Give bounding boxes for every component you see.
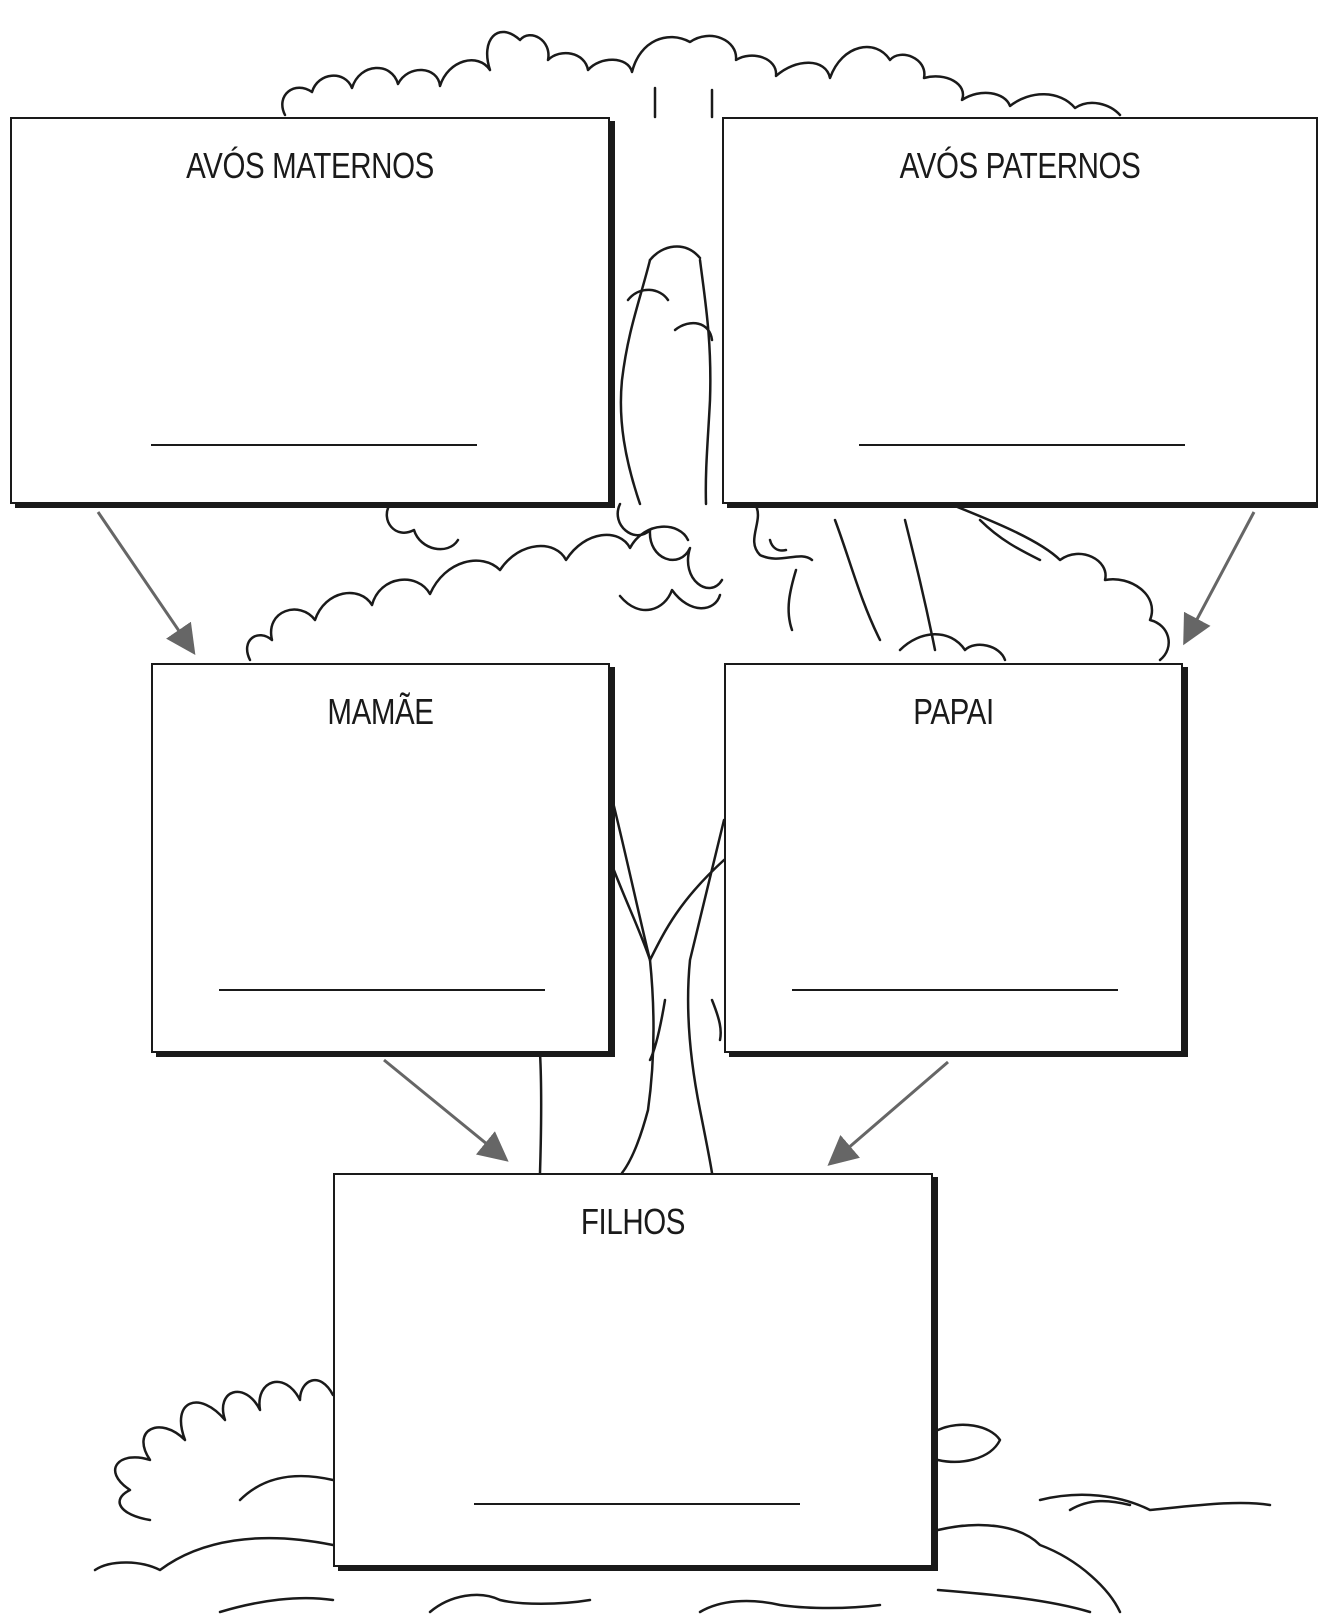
- ground-right: [936, 1423, 1002, 1464]
- canopy-middle: [246, 525, 690, 662]
- arrow-paternos-to-papai: [1183, 511, 1256, 646]
- mamae-title: MAMÃE: [327, 691, 434, 732]
- arrow-maternos-to-mamae: [96, 511, 196, 655]
- avos-maternos-name-line: [151, 444, 477, 446]
- avos-paternos-name-line: [859, 444, 1185, 446]
- arrow-papai-to-filhos: [827, 1060, 949, 1166]
- bush-left: [114, 1378, 335, 1522]
- arrow-mamae-to-filhos: [383, 1058, 509, 1162]
- papai-title: PAPAI: [913, 691, 994, 732]
- avos-paternos-title: AVÓS PATERNOS: [899, 145, 1141, 186]
- filhos-box: FILHOS: [333, 1173, 933, 1567]
- avos-maternos-box: AVÓS MATERNOS: [10, 117, 610, 504]
- canopy-top: [281, 30, 1122, 117]
- avos-paternos-box: AVÓS PATERNOS: [722, 117, 1318, 504]
- filhos-title: FILHOS: [580, 1201, 686, 1242]
- mamae-name-line: [219, 989, 545, 991]
- avos-maternos-title: AVÓS MATERNOS: [186, 145, 434, 186]
- papai-name-line: [792, 989, 1118, 991]
- trunk: [608, 788, 655, 1175]
- mamae-box: MAMÃE: [151, 663, 610, 1053]
- filhos-name-line: [474, 1503, 800, 1505]
- papai-box: PAPAI: [724, 663, 1183, 1053]
